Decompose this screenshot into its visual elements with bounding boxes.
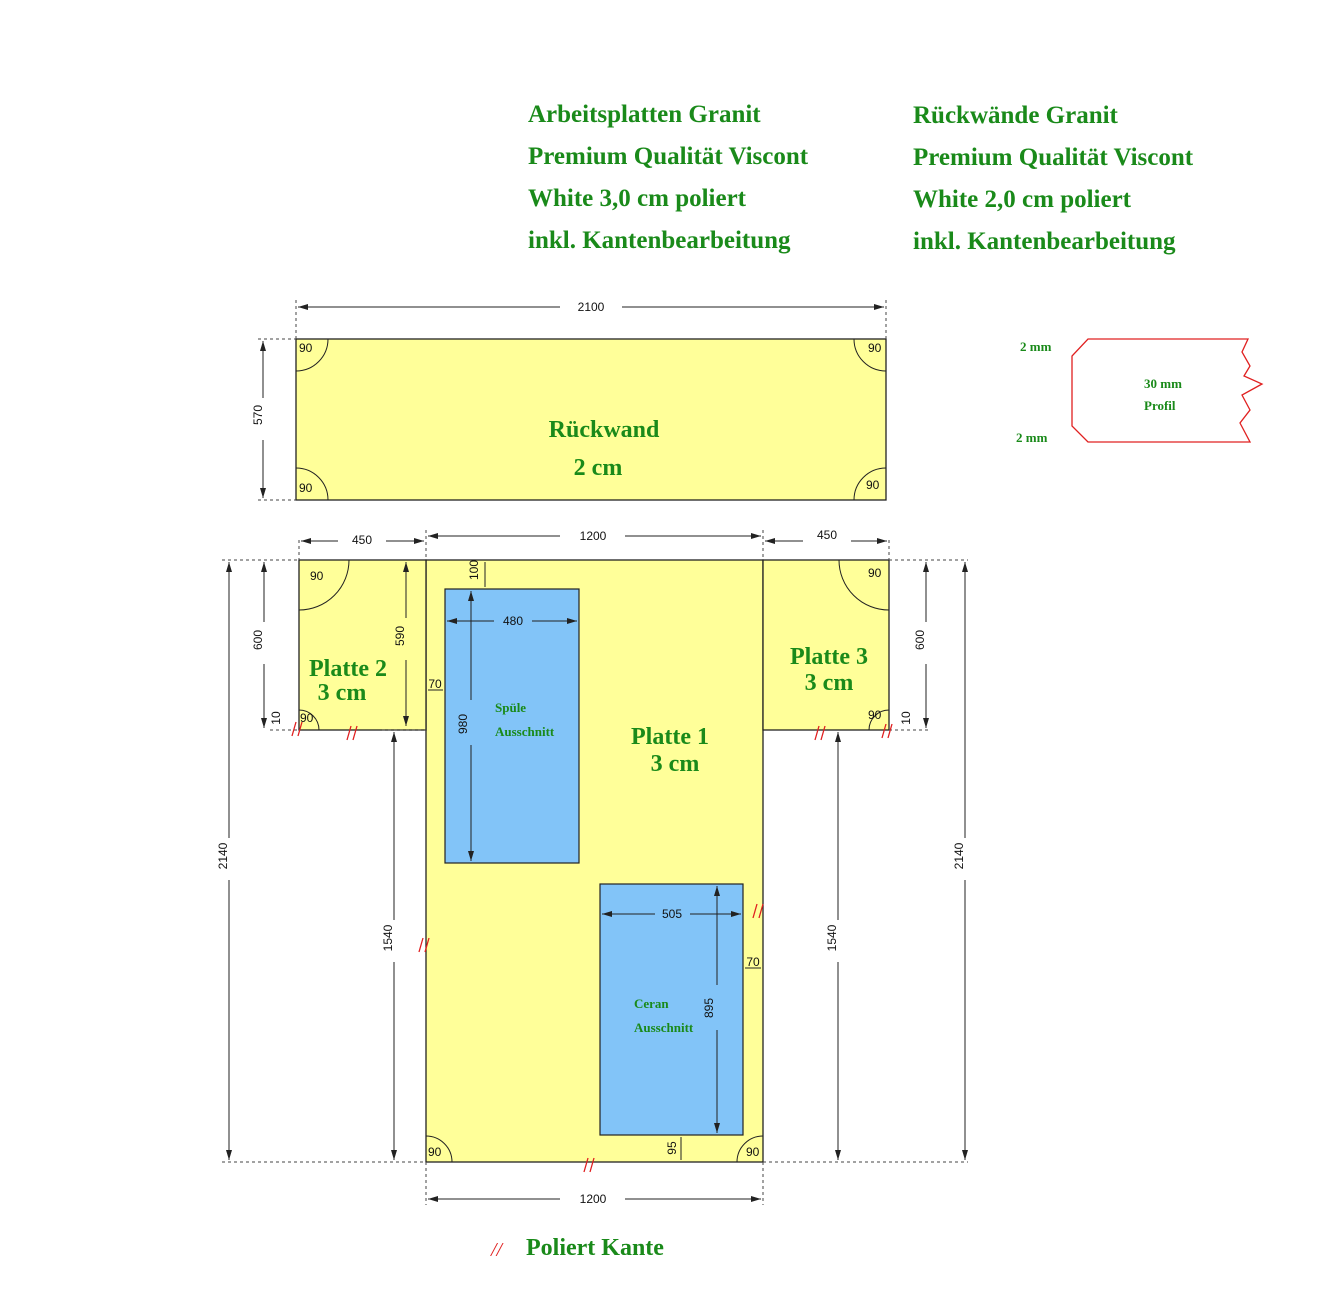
- ceran-width-dim: 505: [662, 907, 682, 921]
- platte1-top-dim: 1200: [580, 529, 607, 543]
- legend: // Poliert Kante: [490, 1235, 664, 1261]
- ceran-label-1: Ceran: [634, 996, 669, 1011]
- rueckwand-title: Rückwand: [549, 417, 660, 443]
- ceran-right-offset: 70: [746, 955, 760, 969]
- corner-arc-icon: [853, 338, 887, 372]
- spuele-left-offset: 70: [428, 677, 442, 691]
- polish-mark-icon: [814, 725, 826, 741]
- profile-top-label: 2 mm: [1020, 339, 1052, 354]
- ceran-height-dim: 895: [702, 998, 716, 1018]
- corner-arc-icon: [425, 1135, 453, 1163]
- rueckwand-corner-bl: 90: [299, 481, 313, 495]
- platte2-rect: [298, 559, 427, 731]
- overall-right-total: 2140: [952, 842, 966, 869]
- right-lower-dim: 1540: [825, 924, 839, 951]
- polish-mark-icon: [583, 1157, 595, 1173]
- left-lower-dim: 1540: [381, 924, 395, 951]
- edge-profile: 2 mm 2 mm 30 mm Profil: [1016, 338, 1264, 445]
- rueckwand-corner-tl: 90: [299, 341, 313, 355]
- platte3-title: Platte 3: [790, 644, 868, 670]
- header-right-line-3: White 2,0 cm poliert: [913, 186, 1132, 213]
- platte3-corner-top: 90: [868, 566, 882, 580]
- platte2-inner-dim: 590: [393, 626, 407, 646]
- corner-arc-icon: [298, 709, 320, 731]
- rueckwand-corner-br: 90: [866, 478, 880, 492]
- platte1-bottom-dim: 1200: [580, 1192, 607, 1206]
- rueckwand-thickness: 2 cm: [574, 455, 623, 481]
- platte1-title: Platte 1: [631, 724, 709, 750]
- platte2-title: Platte 2: [309, 656, 387, 682]
- overall-left-total: 2140: [216, 842, 230, 869]
- polish-mark-icon: [346, 725, 358, 741]
- platte1-thickness: 3 cm: [651, 751, 700, 777]
- corner-arc-icon: [295, 467, 329, 501]
- polish-mark-icon: [418, 937, 430, 953]
- ceran-bottom-offset: 95: [665, 1141, 679, 1155]
- polish-mark-icon: [752, 903, 764, 919]
- platte3-thickness: 3 cm: [805, 670, 854, 696]
- corner-arc-icon: [298, 559, 350, 611]
- spuele-label-2: Ausschnitt: [495, 724, 555, 739]
- spuele-height-dim: 980: [456, 714, 470, 734]
- rueckwand-corner-tr: 90: [868, 341, 882, 355]
- platte3-width-dim: 450: [817, 528, 837, 542]
- header-left-line-4: inkl. Kantenbearbeitung: [528, 227, 791, 254]
- platte3-corner-bottom: 90: [868, 708, 882, 722]
- ceran-label-2: Ausschnitt: [634, 1020, 694, 1035]
- profile-inner-line-1: 30 mm: [1144, 376, 1182, 391]
- corner-arc-icon: [736, 1135, 764, 1163]
- header-right-line-1: Rückwände Granit: [913, 102, 1119, 129]
- polish-edge-marks: [291, 721, 893, 1173]
- corner-arc-icon: [868, 709, 890, 731]
- header-left-line-3: White 3,0 cm poliert: [528, 185, 747, 212]
- corner-arc-icon: [853, 467, 887, 501]
- platte2-corner-top: 90: [310, 569, 324, 583]
- spuele-top-offset: 100: [467, 560, 481, 580]
- spuele-label-1: Spüle: [495, 700, 526, 715]
- legend-label: Poliert Kante: [526, 1235, 664, 1261]
- platte3-small-dim: 10: [899, 711, 913, 725]
- rueckwand-width-dim: 2100: [578, 300, 605, 314]
- legend-symbol: //: [490, 1239, 505, 1261]
- platte2-height-dim: 600: [251, 630, 265, 650]
- platte3-rect: [762, 559, 890, 731]
- header-left: Arbeitsplatten Granit Premium Qualität V…: [528, 101, 809, 254]
- corner-arc-icon: [295, 338, 329, 372]
- rueckwand-height-dim: 570: [251, 405, 265, 425]
- header-left-line-2: Premium Qualität Viscont: [528, 143, 809, 170]
- rueckwand-rect: [295, 338, 887, 501]
- profile-inner-line-2: Profil: [1144, 398, 1176, 413]
- polish-mark-icon: [291, 721, 303, 737]
- spuele-cutout: [444, 588, 580, 864]
- platte2-thickness: 3 cm: [318, 680, 367, 706]
- platte2-corner-bottom: 90: [300, 711, 314, 725]
- profile-outline: [1071, 338, 1264, 443]
- platte3-height-dim: 600: [913, 630, 927, 650]
- countertop: 90 90 90 90 90 90 Platte 2 3 cm Platte 3…: [216, 528, 968, 1206]
- header-right: Rückwände Granit Premium Qualität Viscon…: [913, 102, 1194, 255]
- spuele-width-dim: 480: [503, 614, 523, 628]
- corner-arc-icon: [838, 559, 890, 611]
- platte2-width-dim: 450: [352, 533, 372, 547]
- platte1-corner-br: 90: [746, 1145, 760, 1159]
- platte1-corner-bl: 90: [428, 1145, 442, 1159]
- header-right-line-2: Premium Qualität Viscont: [913, 144, 1194, 171]
- header-right-line-4: inkl. Kantenbearbeitung: [913, 228, 1176, 255]
- rueckwand-panel: 90 90 90 90 Rückwand 2 cm 2100 570: [251, 300, 887, 501]
- profile-bottom-label: 2 mm: [1016, 430, 1048, 445]
- polish-mark-icon: [881, 723, 893, 739]
- ceran-cutout: [599, 883, 744, 1136]
- platte2-small-dim: 10: [269, 711, 283, 725]
- header-left-line-1: Arbeitsplatten Granit: [528, 101, 761, 128]
